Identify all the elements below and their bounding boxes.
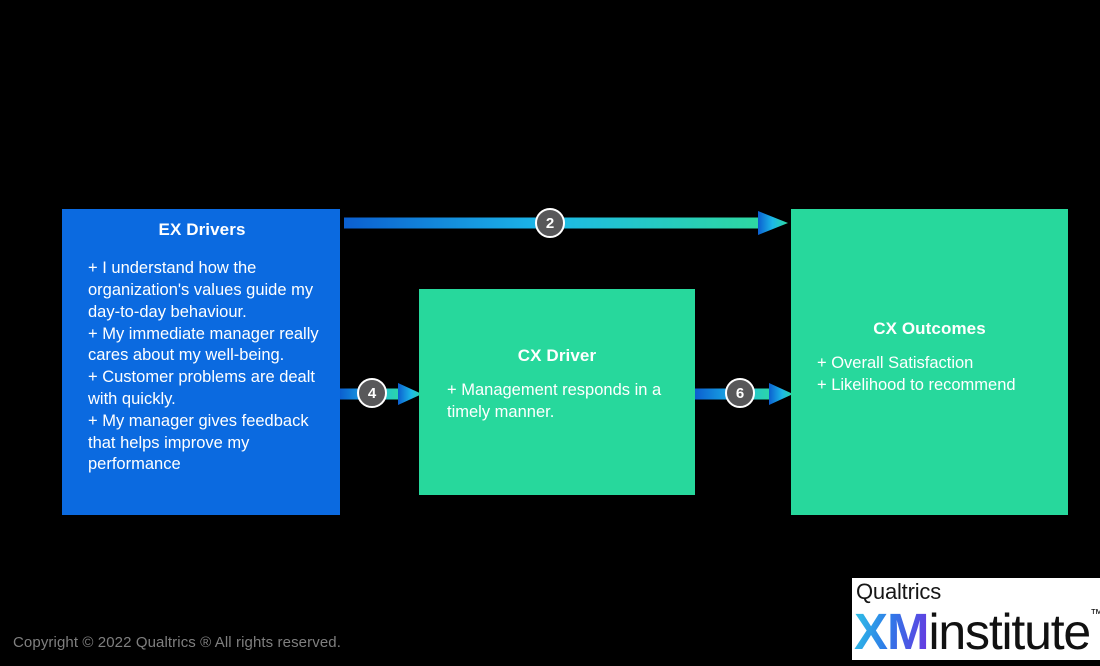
logo-brand-text: Qualtrics — [856, 579, 941, 604]
box-cx-driver: CX Driver + Management responds in a tim… — [419, 289, 695, 495]
box-cx-outcomes-title: CX Outcomes — [873, 319, 986, 338]
box-cx-outcomes-items: + Overall Satisfaction + Likelihood to r… — [817, 354, 1016, 395]
copyright-notice: Copyright © 2022 Qualtrics ® All rights … — [13, 634, 341, 651]
logo-wordmark: XM institute ™ — [854, 602, 1100, 660]
logo-xm-mark: XM — [854, 603, 929, 660]
box-cx-driver-items: + Management responds in a timely manner… — [447, 381, 662, 422]
connector-badge-6: 6 — [725, 378, 755, 408]
connector-badge-2: 2 — [535, 208, 565, 238]
connector-badge-4: 4 — [357, 378, 387, 408]
arrow-ex-drivers-to-cx-outcomes — [344, 211, 788, 235]
qualtrics-xm-institute-logo: Qualtrics XM institute ™ — [852, 578, 1100, 660]
logo-institute-text: institute — [928, 604, 1092, 660]
logo-trademark-icon: ™ — [1090, 606, 1100, 621]
box-cx-driver-title: CX Driver — [517, 346, 597, 365]
box-cx-outcomes: CX Outcomes + Overall Satisfaction + Lik… — [791, 209, 1068, 515]
box-ex-drivers: EX Drivers + I understand how the organi… — [62, 209, 340, 515]
box-ex-drivers-items: + I understand how the organization's va… — [88, 259, 319, 474]
box-ex-drivers-title: EX Drivers — [158, 220, 246, 239]
